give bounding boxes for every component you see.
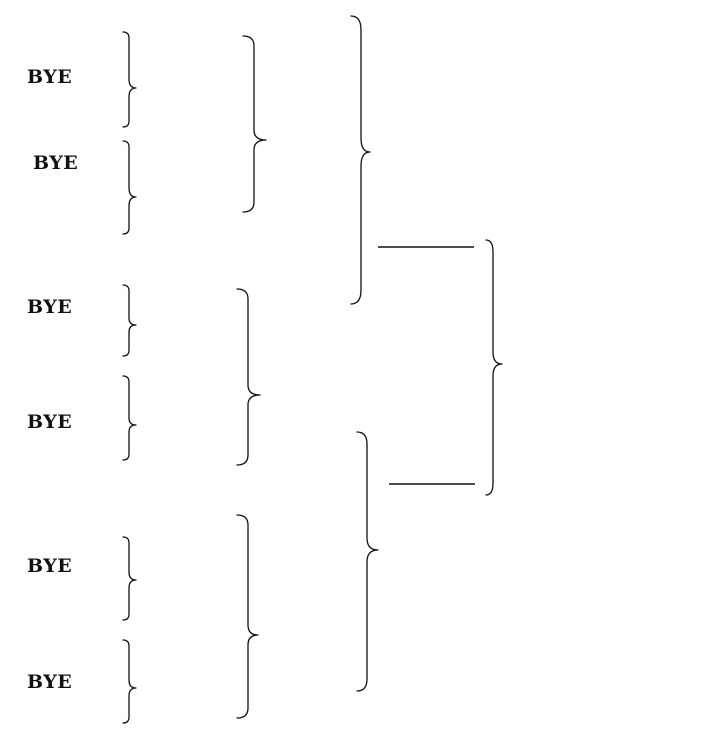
- round3-brace-2: [356, 431, 379, 692]
- round1-brace-3: [122, 284, 137, 357]
- round3-brace-1: [350, 15, 371, 305]
- bracket-entry-3: BYE: [27, 296, 73, 318]
- bracket-entry-5: BYE: [27, 555, 73, 577]
- round2-brace-2: [236, 288, 261, 466]
- round2-brace-3: [236, 514, 259, 719]
- round2-brace-1: [242, 35, 267, 213]
- bracket-entry-4: BYE: [27, 411, 73, 433]
- bracket-entry-6: BYE: [27, 671, 73, 693]
- final-brace: [485, 239, 503, 496]
- round1-brace-1: [122, 31, 137, 128]
- round1-brace-5: [122, 536, 137, 621]
- round1-brace-6: [122, 639, 137, 724]
- bracket-entry-1: BYE: [27, 66, 73, 88]
- round1-brace-4: [122, 375, 137, 461]
- round1-brace-2: [122, 140, 137, 235]
- bracket-entry-2: BYE: [33, 152, 79, 174]
